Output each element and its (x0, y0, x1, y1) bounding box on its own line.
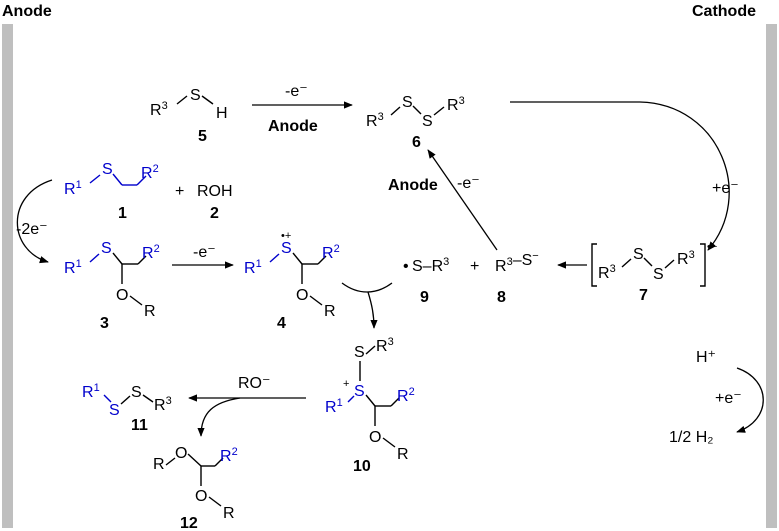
label-5: 5 (198, 128, 207, 145)
intermediate-3: R1 S R2 O R 3 (64, 240, 160, 332)
svg-text:R1: R1 (244, 258, 262, 277)
svg-text:S: S (109, 402, 120, 419)
cathode-label: Cathode (692, 3, 756, 20)
thiol-5: R3 S H 5 (150, 87, 228, 145)
thioether-1: R1 S R2 1 (64, 161, 159, 222)
svg-text:-2e⁻: -2e⁻ (16, 221, 48, 238)
arrow-6-to-7 (510, 101, 730, 251)
svg-text:-e⁻: -e⁻ (457, 175, 480, 192)
svg-text:O: O (195, 488, 207, 505)
label-2: 2 (210, 205, 219, 222)
svg-text:1/2 H₂: 1/2 H₂ (669, 429, 713, 446)
svg-text:S: S (281, 240, 292, 257)
svg-text:R1: R1 (325, 397, 343, 416)
svg-text:S: S (422, 113, 433, 130)
svg-text:R3: R3 (598, 263, 616, 282)
svg-text:S: S (102, 161, 113, 178)
svg-text:R2: R2 (322, 243, 340, 262)
thiyl-radical-9: • S–R3 9 (403, 256, 449, 306)
svg-text:S: S (354, 383, 365, 400)
label-11: 11 (131, 417, 148, 434)
svg-text:R3: R3 (154, 395, 172, 414)
alcohol-2: ROH (197, 183, 233, 200)
svg-text:S: S (101, 240, 112, 257)
arrow-8-to-6 (427, 149, 498, 251)
svg-text:Anode: Anode (388, 177, 438, 194)
arrow-1-to-3 (16, 179, 53, 264)
svg-text:R: R (153, 456, 165, 473)
label-9: 9 (420, 289, 429, 306)
proton-reduction: H⁺ +e⁻ 1/2 H₂ (669, 349, 764, 446)
svg-text:R3–S−: R3–S− (495, 250, 539, 275)
label-7: 7 (639, 287, 648, 304)
disulfide-11: R1 S S R3 11 (82, 382, 172, 434)
svg-text:S: S (653, 266, 664, 283)
svg-text:+e⁻: +e⁻ (715, 390, 742, 407)
svg-text:O: O (369, 429, 381, 446)
svg-text:R2: R2 (397, 386, 415, 405)
svg-text:R3: R3 (376, 336, 394, 355)
label-12: 12 (180, 515, 198, 531)
svg-text:S: S (633, 246, 644, 263)
svg-text:•: • (403, 258, 409, 275)
svg-text:R2: R2 (142, 243, 160, 262)
disulfide-6: R3 S S R3 6 (366, 94, 465, 151)
anode-electrode (2, 24, 13, 528)
svg-text:R: R (223, 505, 235, 522)
svg-text:+e⁻: +e⁻ (712, 180, 739, 197)
svg-text:R2: R2 (141, 163, 159, 182)
svg-text:-e⁻: -e⁻ (193, 244, 216, 261)
svg-text:O: O (116, 287, 128, 304)
svg-text:R3: R3 (677, 249, 695, 268)
svg-text:S: S (190, 87, 201, 104)
svg-text:R3: R3 (366, 111, 384, 130)
svg-text:O: O (296, 287, 308, 304)
svg-text:R: R (144, 303, 156, 320)
svg-text:S: S (131, 384, 142, 401)
svg-text:•+: •+ (281, 230, 291, 242)
svg-text:H⁺: H⁺ (696, 349, 716, 366)
sulfonium-10: S R3 + R1 S R2 O R 10 (325, 336, 415, 475)
label-6: 6 (412, 134, 421, 151)
svg-text:R1: R1 (64, 179, 82, 198)
svg-text:R1: R1 (82, 382, 100, 401)
svg-text:R: R (397, 446, 409, 463)
radical-anion-7: R3 S S R3 •− 7 (591, 241, 717, 304)
svg-text:R2: R2 (220, 446, 238, 465)
svg-text:R: R (324, 303, 336, 320)
svg-text:H: H (216, 105, 228, 122)
svg-text:•−: •− (707, 241, 717, 253)
svg-text:R3: R3 (150, 100, 168, 119)
svg-text:Anode: Anode (268, 118, 318, 135)
label-1: 1 (118, 205, 127, 222)
svg-text:+: + (343, 378, 349, 390)
arrow-4-9-to-10 (341, 282, 393, 293)
svg-text:S–R3: S–R3 (412, 256, 449, 275)
cathode-electrode (766, 24, 777, 528)
anode-label: Anode (2, 3, 52, 20)
svg-text:R3: R3 (447, 95, 465, 114)
svg-text:+: + (175, 183, 184, 200)
svg-text:S: S (354, 344, 365, 361)
svg-text:+: + (470, 258, 479, 275)
thiolate-8: R3–S− 8 (495, 250, 539, 306)
radical-cation-4: R1 S •+ R2 O R 4 (244, 230, 340, 332)
label-10: 10 (353, 458, 371, 475)
svg-text:-e⁻: -e⁻ (285, 83, 308, 100)
svg-text:O: O (175, 445, 187, 462)
svg-text:RO⁻: RO⁻ (238, 375, 270, 392)
acetal-12: R O R2 O R 12 (153, 445, 238, 531)
label-3: 3 (100, 315, 109, 332)
arrow-to-12 (197, 397, 241, 437)
svg-text:S: S (402, 94, 413, 111)
label-8: 8 (497, 289, 506, 306)
label-4: 4 (277, 315, 286, 332)
svg-text:R1: R1 (64, 258, 82, 277)
